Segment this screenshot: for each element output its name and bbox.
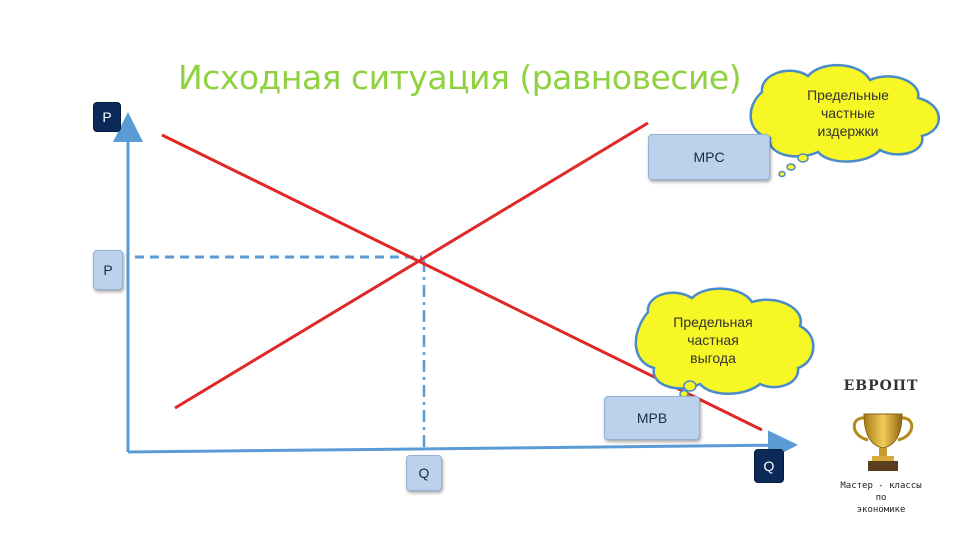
equilibrium-price-label: P (93, 250, 123, 290)
cost-callout-line: Предельные (778, 86, 918, 104)
benefit-callout-line: частная (658, 331, 768, 349)
logo-caption: Мастер - классы по экономике (818, 480, 944, 516)
logo-caption-line: экономике (818, 504, 944, 516)
cost-callout-text: Предельные частные издержки (778, 86, 918, 140)
mpc-curve (175, 123, 648, 408)
slide-title: Исходная ситуация (равновесие) (178, 58, 741, 97)
publisher-logo: ЕВРОПТ Мастер - классы по экономике (818, 378, 944, 516)
benefit-callout-line: выгода (658, 349, 768, 367)
logo-caption-line: по (818, 492, 944, 504)
mpc-label: MPC (648, 134, 770, 180)
benefit-callout-text: Предельная частная выгода (658, 313, 768, 367)
x-axis-label: Q (754, 449, 784, 483)
logo-wordmark: ЕВРОПТ (818, 378, 944, 394)
benefit-callout-line: Предельная (658, 313, 768, 331)
logo-caption-line: Мастер - классы (818, 480, 944, 492)
mpb-label: MPB (604, 396, 700, 440)
y-axis-label: P (93, 102, 121, 132)
cost-callout-line: частные (778, 104, 918, 122)
x-axis (128, 445, 792, 452)
equilibrium-quantity-label: Q (406, 455, 442, 491)
cost-callout-line: издержки (778, 122, 918, 140)
